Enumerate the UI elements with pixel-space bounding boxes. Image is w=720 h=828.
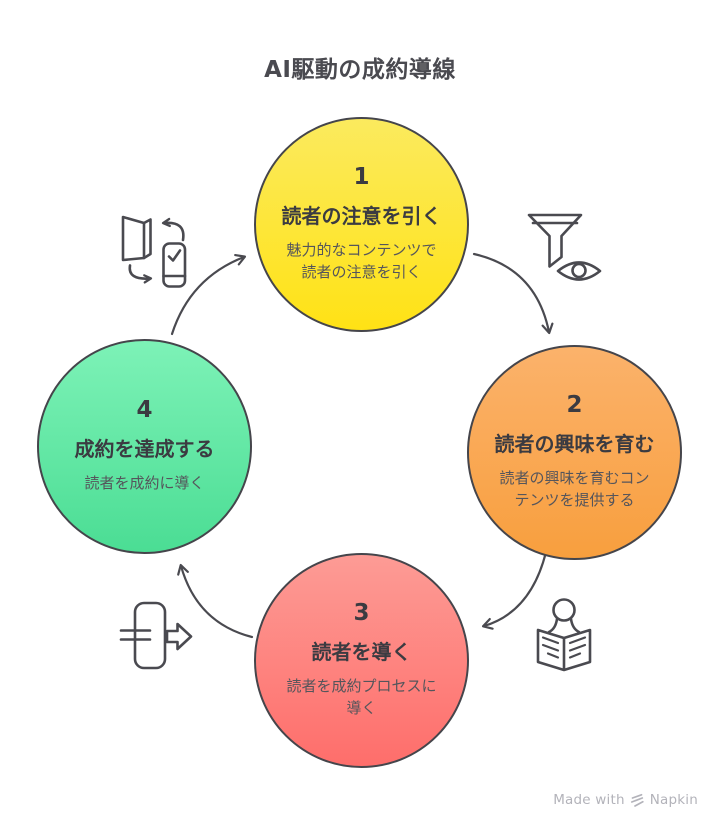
book-line [546,652,560,659]
step-number: 2 [566,392,583,419]
arrow-step3-to-step4 [177,563,254,639]
book-line [568,643,587,652]
step-circle-2: 2 読者の興味を育む 読者の興味を育むコンテンツを提供する [467,345,682,560]
arrow-step2-to-step3 [481,550,548,630]
book-line [568,652,582,659]
folded-card-shape [121,215,146,262]
eye-outline [556,261,602,281]
step-description: 読者を成約プロセスに導く [286,677,437,717]
step-title: 読者の興味を育む [494,432,655,457]
enter-arrow-outline [165,622,193,651]
sync-arrow-bottom [128,264,153,284]
step-title: 読者を導く [311,640,412,665]
open-book-shape [536,628,592,672]
phone-checkmark [167,249,182,262]
watermark-text: Made with [553,792,625,808]
funnel-shape [527,213,583,268]
step-description: 読者を成約に導く [84,473,205,492]
door-enter-arrow-icon [119,601,193,670]
person-reading-icon [536,598,592,672]
sync-arrow-top [161,217,185,242]
step-number: 4 [136,396,153,423]
step-number: 3 [353,600,370,627]
door-phone-sync-icon [121,215,187,288]
step-title: 成約を達成する [74,436,215,461]
book-line [568,636,587,645]
napkin-logo-icon [630,793,644,807]
arrow-step1-to-step2 [472,252,554,335]
diagram-title: AI駆動の成約導線 [264,57,456,83]
step-number: 1 [353,164,370,191]
step-title: 読者の注意を引く [281,204,442,229]
arrow-step4-to-step1 [170,253,247,336]
step-circle-3: 3 読者を導く 読者を成約プロセスに導く [254,553,469,768]
phone-shape [162,242,187,288]
reader-neck-left [547,617,559,634]
eye-pupil [571,262,587,279]
reader-head [552,598,576,622]
folded-card-flap [142,218,152,260]
door-shape [133,601,167,670]
watermark-brand: Napkin [649,792,698,808]
step-description: 魅力的なコンテンツで読者の注意を引く [286,241,437,281]
book-line [541,636,560,645]
napkin-watermark: Made with Napkin [553,792,698,808]
reader-neck-right [569,617,581,634]
funnel-eye-icon [527,213,602,281]
step-circle-4: 4 成約を達成する 読者を成約に導く [37,339,252,554]
step-circle-1: 1 読者の注意を引く 魅力的なコンテンツで読者の注意を引く [254,117,469,332]
step-description: 読者の興味を育むコンテンツを提供する [499,469,650,509]
book-line [541,643,560,652]
